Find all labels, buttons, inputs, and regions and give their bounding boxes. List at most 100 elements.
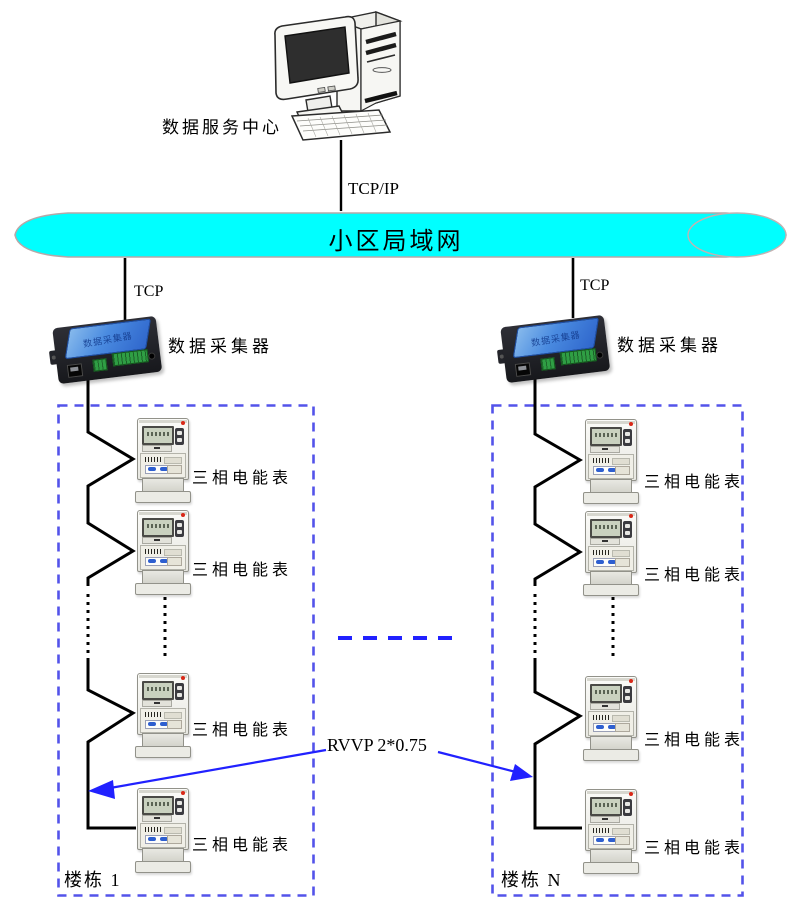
meter-lcd bbox=[142, 426, 174, 445]
meter-seal bbox=[167, 557, 182, 566]
meter-label: 三相电能表 bbox=[644, 474, 745, 491]
meter-barcode bbox=[145, 827, 163, 832]
meter-lcd bbox=[590, 427, 622, 446]
meter-button-row bbox=[590, 538, 620, 545]
meter-nameplate bbox=[140, 823, 186, 848]
energy-meter bbox=[134, 508, 192, 595]
meter-tag bbox=[164, 712, 182, 719]
meter-seal bbox=[615, 558, 630, 567]
meter-base bbox=[135, 746, 191, 758]
meter-label: 三相电能表 bbox=[644, 567, 745, 584]
collector-panel-text: 数据采集器 bbox=[82, 330, 134, 349]
meter-label: 三相电能表 bbox=[192, 722, 293, 739]
meter-indicator-dot bbox=[629, 792, 633, 796]
meter-base bbox=[583, 584, 639, 596]
energy-meter bbox=[582, 787, 640, 874]
reset-hole bbox=[597, 352, 603, 358]
meter-indicator-dot bbox=[181, 513, 185, 517]
meter-nameplate bbox=[588, 454, 634, 479]
meter-seal bbox=[615, 836, 630, 845]
energy-meter bbox=[582, 509, 640, 596]
meter-seal bbox=[167, 835, 182, 844]
meter-label: 三相电能表 bbox=[644, 840, 745, 857]
cable-arrow-right bbox=[437, 750, 533, 781]
meter-body bbox=[137, 510, 189, 572]
building-n-bus bbox=[533, 372, 583, 586]
meter-buttons bbox=[175, 428, 184, 445]
meter-tag bbox=[164, 827, 182, 834]
collector-right-label: 数据采集器 bbox=[617, 336, 722, 355]
meter-base bbox=[135, 491, 191, 503]
meter-indicator-dot bbox=[181, 421, 185, 425]
lan-cylinder bbox=[14, 212, 788, 258]
building-1-name: 楼栋 1 bbox=[64, 870, 122, 890]
meter-lcd bbox=[142, 796, 174, 815]
meter-button-row bbox=[142, 537, 172, 544]
building-n-box bbox=[491, 404, 744, 897]
meter-nameplate bbox=[588, 711, 634, 736]
meter-buttons bbox=[623, 686, 632, 703]
meter-button-row bbox=[590, 816, 620, 823]
terminal-block-large bbox=[559, 348, 598, 366]
meter-barcode bbox=[145, 457, 163, 462]
keyboard bbox=[290, 109, 392, 141]
energy-meter bbox=[134, 416, 192, 503]
meter-tag bbox=[612, 715, 630, 722]
meter-nameplate bbox=[588, 546, 634, 571]
meter-body bbox=[585, 511, 637, 573]
meter-label: 三相电能表 bbox=[192, 837, 293, 854]
meter-buttons bbox=[623, 799, 632, 816]
meter-tag bbox=[612, 550, 630, 557]
meter-body bbox=[137, 418, 189, 480]
ethernet-port bbox=[66, 363, 84, 378]
meter-label: 三相电能表 bbox=[192, 562, 293, 579]
cable-spec-label: RVVP 2*0.75 bbox=[327, 735, 427, 755]
meter-base bbox=[135, 583, 191, 595]
meter-base bbox=[583, 492, 639, 504]
meter-button-row bbox=[142, 815, 172, 822]
tcp-left-label: TCP bbox=[134, 283, 164, 300]
terminal-block-small bbox=[540, 357, 556, 371]
meter-indicator-dot bbox=[181, 791, 185, 795]
terminal-block-large bbox=[111, 349, 150, 367]
meter-body bbox=[137, 673, 189, 735]
meter-barcode bbox=[593, 715, 611, 720]
meter-barcode bbox=[145, 549, 163, 554]
meter-seal bbox=[167, 720, 182, 729]
meter-base bbox=[583, 862, 639, 874]
meter-nameplate bbox=[140, 708, 186, 733]
meter-buttons bbox=[175, 798, 184, 815]
meter-button-row bbox=[590, 446, 620, 453]
meter-label: 三相电能表 bbox=[644, 732, 745, 749]
meter-barcode bbox=[593, 550, 611, 555]
meter-indicator-dot bbox=[629, 422, 633, 426]
meter-lcd bbox=[142, 518, 174, 537]
meter-seal bbox=[615, 466, 630, 475]
server-label: 数据服务中心 bbox=[162, 118, 282, 137]
meter-buttons bbox=[623, 521, 632, 538]
meter-tag bbox=[164, 549, 182, 556]
building-1-bus bbox=[86, 374, 136, 586]
meter-nameplate bbox=[140, 545, 186, 570]
meter-indicator-dot bbox=[629, 514, 633, 518]
meter-indicator-dot bbox=[181, 676, 185, 680]
meter-lcd bbox=[590, 519, 622, 538]
server-computer bbox=[274, 10, 403, 141]
meter-barcode bbox=[593, 828, 611, 833]
building-n-name: 楼栋 N bbox=[501, 870, 563, 890]
meter-buttons bbox=[175, 683, 184, 700]
meter-barcode bbox=[593, 458, 611, 463]
meter-barcode bbox=[145, 712, 163, 717]
ethernet-port bbox=[514, 362, 532, 377]
meter-tag bbox=[612, 458, 630, 465]
lan-label: 小区局域网 bbox=[328, 229, 464, 255]
reset-hole bbox=[149, 353, 155, 359]
building-1-bus-lower bbox=[86, 658, 137, 830]
meter-seal bbox=[167, 465, 182, 474]
building-n-bus-lower bbox=[533, 658, 583, 830]
meter-button-row bbox=[142, 445, 172, 452]
energy-meter bbox=[582, 417, 640, 504]
meter-body bbox=[137, 788, 189, 850]
meter-buttons bbox=[623, 429, 632, 446]
